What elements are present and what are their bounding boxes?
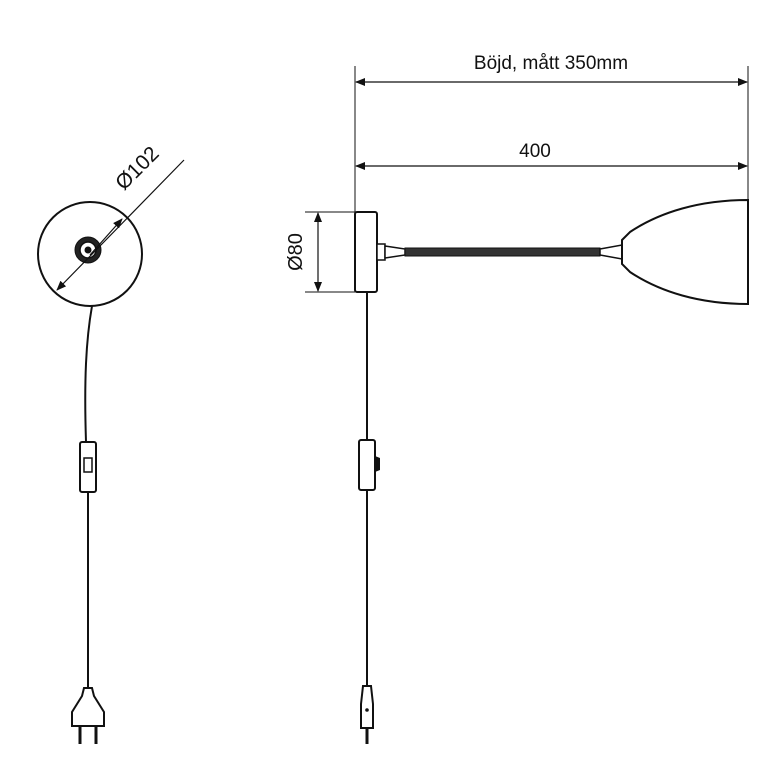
- side-plug-dot: [365, 708, 369, 712]
- front-switch-button: [83, 457, 93, 473]
- arm-collar-right: [599, 244, 623, 260]
- front-plug-body: [71, 687, 105, 727]
- socket-core: [84, 246, 92, 254]
- gooseneck-arm: [404, 247, 601, 257]
- plate-diameter-dimension-line-head: [89, 218, 123, 256]
- lamp-shade: [621, 198, 749, 306]
- front-cord-upper: [84, 305, 93, 443]
- wall-base: [354, 211, 378, 293]
- side-switch-rocker: [375, 456, 380, 472]
- side-inline-switch: [358, 439, 376, 491]
- wall-plate-circle: [37, 201, 143, 307]
- side-plug-body: [360, 685, 374, 729]
- front-view: Ø102: [37, 142, 185, 744]
- arm-collar-left: [384, 245, 406, 259]
- base-diameter-label: Ø80: [285, 233, 307, 271]
- total-length-label: 400: [519, 141, 551, 162]
- bent-length-label: Böjd, mått 350mm: [474, 53, 628, 74]
- side-view: Böjd, mått 350mm 400 Ø80: [285, 53, 749, 744]
- plate-diameter-label: Ø102: [111, 142, 164, 195]
- base-neck: [376, 243, 386, 261]
